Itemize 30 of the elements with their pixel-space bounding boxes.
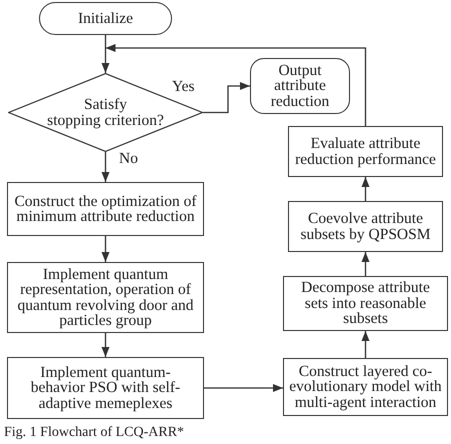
figure-caption: Fig. 1 Flowchart of LCQ-ARR* (4, 425, 184, 441)
process-box (283, 358, 448, 416)
step-text: Construct layered co-evolutionary model with multi-agent interaction (288, 364, 443, 410)
process-box (7, 357, 204, 419)
arrow (102, 152, 110, 182)
step-text: Decompose attribute sets into reasonable subsets (300, 280, 431, 327)
arrow (362, 252, 370, 276)
process-box (283, 276, 448, 331)
arrow (102, 236, 110, 262)
output-terminal (250, 58, 350, 114)
step-text: Evaluate attribute reduction performance (294, 136, 437, 167)
decision-text: Satisfy stopping criterion? (47, 97, 164, 128)
step-text: Implement quantum representation, operation of quantum revolving door and particles group (16, 266, 195, 328)
step-text: Construct the optimization of minimum attribute reduction (13, 194, 198, 224)
step-text: Coevolve attribute subsets by QPSOSM (299, 211, 432, 242)
arrow (102, 333, 110, 357)
arrow (203, 82, 250, 114)
process-box (288, 126, 443, 177)
process-box (288, 201, 443, 252)
process-box (7, 262, 204, 333)
feedback-arrow (106, 44, 366, 126)
arrow (102, 35, 110, 73)
step-text: Initialize (78, 10, 134, 26)
step-text: Implement quantum-behavior PSO with self-adaptive memeplexes (30, 364, 182, 412)
arrow (362, 177, 370, 201)
step-text: Output attribute reduction (270, 62, 330, 110)
process-box (7, 182, 204, 236)
arrow (204, 384, 283, 392)
start-terminal (39, 2, 172, 35)
arrow (362, 331, 370, 358)
